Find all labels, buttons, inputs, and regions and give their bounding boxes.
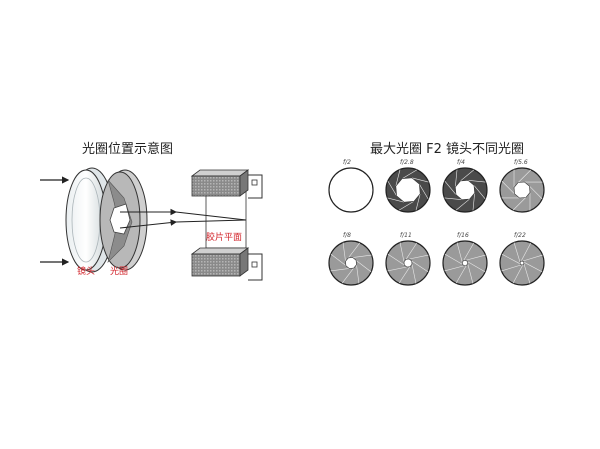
aperture-f-2-8: f/2.8 [385, 159, 431, 213]
aperture-position-diagram: 镜头 光圈 胶片平面 [40, 167, 263, 281]
lens-label: 镜头 [77, 265, 95, 277]
fstop-label: f/16 [457, 232, 469, 239]
aperture-opening [403, 258, 413, 268]
fstop-label: f/22 [514, 232, 526, 239]
fstop-label: f/2.8 [400, 159, 414, 166]
aperture-f-22: f/22 [499, 232, 545, 286]
film-lower-block [190, 247, 263, 281]
film-upper-block [190, 169, 263, 199]
aperture-f-2: f/2 [328, 159, 374, 213]
film-plane-label: 胶片平面 [206, 231, 242, 243]
aperture-f-4: f/4 [442, 159, 488, 213]
aperture-opening [454, 179, 476, 201]
aperture-disc [99, 169, 148, 271]
aperture-opening [461, 259, 469, 267]
aperture-f-5-6: f/5.6 [499, 159, 545, 213]
converging-ray-lower [119, 219, 178, 229]
fstop-label: f/11 [400, 232, 412, 239]
aperture-f-16: f/16 [442, 232, 488, 286]
aperture-sizes-grid: f/2 f/2.8 f/4 f/5.6 f/8 f/11 f/16 f/22 [328, 159, 545, 286]
aperture-opening [513, 181, 531, 199]
fstop-label: f/8 [343, 232, 351, 239]
fstop-label: f/2 [343, 159, 351, 166]
aperture-opening [345, 257, 357, 269]
aperture-f-11: f/11 [385, 232, 431, 286]
diagram-title-aperture-sizes: 最大光圈 F2 镜头不同光圈 [370, 142, 525, 157]
diagram-title-aperture-position: 光圈位置示意图 [82, 142, 174, 157]
fstop-label: f/4 [457, 159, 465, 166]
aperture-ring [328, 167, 374, 213]
fstop-label: f/5.6 [514, 159, 528, 166]
aperture-f-8: f/8 [328, 232, 374, 286]
aperture-label: 光圈 [110, 265, 128, 277]
aperture-opening [395, 177, 421, 203]
aperture-opening [519, 260, 525, 266]
